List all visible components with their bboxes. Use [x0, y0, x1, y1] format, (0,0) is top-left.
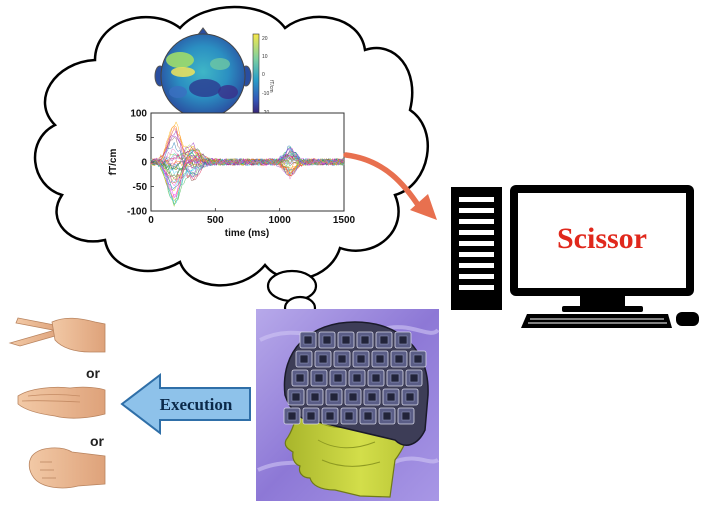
sensor-tile — [302, 407, 320, 425]
sensor-tile — [394, 331, 412, 349]
x-tick-label: 1000 — [269, 215, 292, 226]
sensor-tile — [405, 369, 423, 387]
meg-helmet-illustration — [256, 309, 440, 501]
sensor-tile — [356, 331, 374, 349]
sensor-tile — [329, 369, 347, 387]
sensor-tile — [291, 369, 309, 387]
waveform-trace — [150, 144, 345, 166]
execution-arrow: Execution — [120, 372, 251, 436]
y-tick-label: 50 — [136, 133, 148, 144]
x-tick-label: 1500 — [333, 215, 356, 226]
sensor-tile — [325, 388, 343, 406]
y-tick-label: -100 — [127, 207, 147, 218]
topographic-map: 20 10 0 -10 -20 fT/cm — [154, 27, 274, 119]
sensor-tile — [310, 369, 328, 387]
y-tick-label: 0 — [141, 158, 147, 169]
scissors-hand-icon — [8, 317, 106, 353]
y-tick-label: -50 — [133, 182, 148, 193]
sensor-tile — [359, 407, 377, 425]
or-separator: or — [90, 433, 105, 449]
rock-hand-icon — [28, 447, 106, 489]
waveform-series-group — [150, 121, 345, 208]
y-axis-label: fT/cm — [108, 149, 119, 176]
waveform-trace — [150, 147, 345, 199]
colorbar-tick: 0 — [262, 72, 265, 78]
x-axis-label: time (ms) — [225, 228, 269, 239]
waveform-trace — [150, 153, 345, 202]
colorbar-unit: fT/cm — [268, 80, 274, 93]
sensor-tile — [299, 331, 317, 349]
monitor-screen — [518, 193, 686, 288]
sensor-tile — [333, 350, 351, 368]
y-tick-label: 100 — [130, 109, 147, 120]
thought-dot-large — [266, 269, 318, 303]
sensor-tile — [363, 388, 381, 406]
sensor-tile — [283, 407, 301, 425]
x-tick-label: 0 — [148, 215, 154, 226]
sensor-tile — [287, 388, 305, 406]
sensor-tile — [318, 331, 336, 349]
sensor-tile — [344, 388, 362, 406]
sensor-tile — [295, 350, 313, 368]
sensor-tile — [367, 369, 385, 387]
execution-label: Execution — [160, 395, 233, 414]
sensor-tile — [390, 350, 408, 368]
sensor-tile — [306, 388, 324, 406]
x-tick-label: 500 — [207, 215, 224, 226]
colorbar-tick: 10 — [262, 54, 268, 60]
sensor-tile — [397, 407, 415, 425]
sensor-tile — [409, 350, 427, 368]
sensor-tile — [337, 331, 355, 349]
sensor-tile — [382, 388, 400, 406]
mouse-icon — [676, 312, 699, 326]
keyboard-icon — [521, 314, 672, 328]
sensor-tile — [386, 369, 404, 387]
x-axis-ticks: 0 500 1000 1500 — [148, 208, 356, 226]
screen-label: Scissor — [557, 222, 647, 255]
waveform-trace — [150, 145, 344, 201]
flow-arrow — [343, 152, 437, 220]
monitor-icon: Scissor — [510, 185, 694, 312]
waveform-plot: -100 -50 0 50 100 0 500 1000 1500 fT/cm time (m… — [108, 109, 356, 240]
colorbar-tick: -10 — [262, 91, 269, 97]
sensor-tile — [340, 407, 358, 425]
computer-tower-icon — [451, 187, 502, 310]
paper-hand-icon — [17, 386, 106, 419]
sensor-tile — [375, 331, 393, 349]
or-separator: or — [86, 365, 101, 381]
sensor-tile — [348, 369, 366, 387]
sensor-tile — [321, 407, 339, 425]
waveform-trace — [150, 154, 345, 180]
y-axis-ticks: -100 -50 0 50 100 — [127, 109, 154, 218]
colorbar-tick: 20 — [262, 36, 268, 42]
sensor-tiles — [283, 331, 427, 425]
sensor-tile — [401, 388, 419, 406]
computer: Scissor — [451, 185, 699, 328]
sensor-tile — [352, 350, 370, 368]
sensor-tile — [371, 350, 389, 368]
sensor-tile — [378, 407, 396, 425]
colorbar — [252, 33, 260, 117]
sensor-tile — [314, 350, 332, 368]
